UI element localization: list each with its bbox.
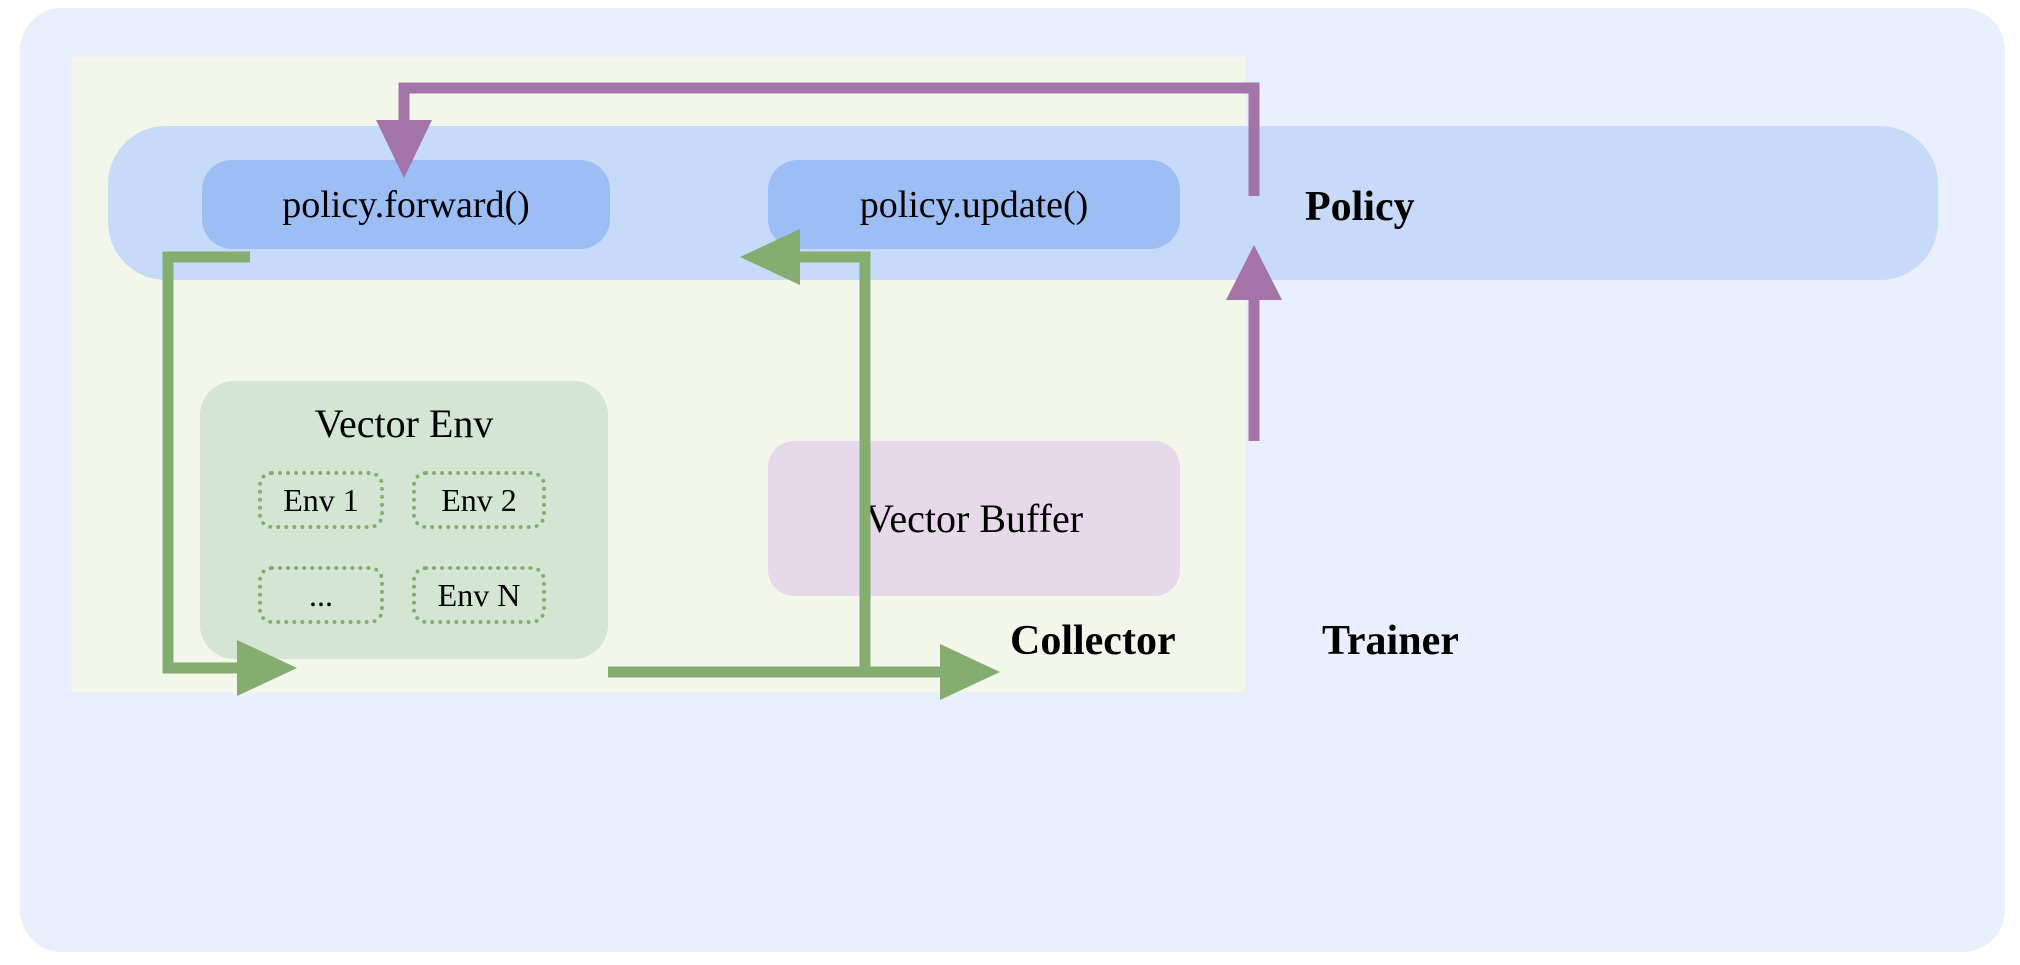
label-collector: Collector bbox=[1010, 618, 1176, 664]
vector-env-title: Vector Env bbox=[314, 401, 494, 446]
node-policy-forward: policy.forward() bbox=[202, 160, 610, 249]
env-cell: ... bbox=[258, 566, 384, 624]
env-cell: Env 1 bbox=[258, 471, 384, 529]
env-cell: Env N bbox=[412, 566, 546, 624]
env-cell: Env 2 bbox=[412, 471, 546, 529]
node-vector-buffer: Vector Buffer bbox=[768, 441, 1180, 596]
label-policy: Policy bbox=[1305, 184, 1415, 230]
label-trainer: Trainer bbox=[1322, 618, 1459, 664]
node-policy-update: policy.update() bbox=[768, 160, 1180, 249]
